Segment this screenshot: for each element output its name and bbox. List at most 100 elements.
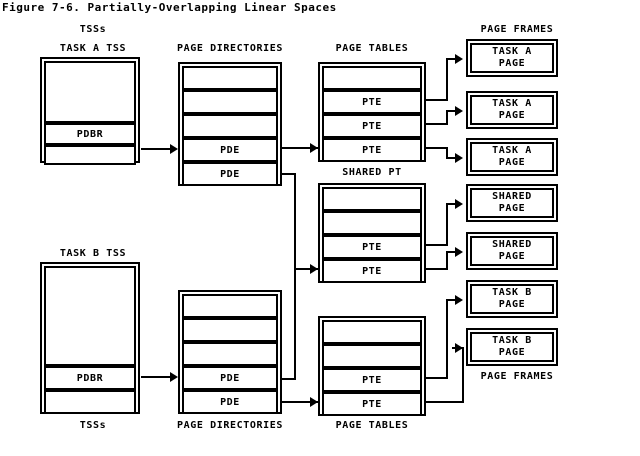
connector-pte-a0-v <box>446 58 448 101</box>
shared-page-table-box: PTE PTE <box>318 183 426 283</box>
shared-page-table-pte-1[interactable]: PTE <box>322 259 422 283</box>
connector-shared-pte1-h2 <box>446 251 460 253</box>
page-table-a-pte-1[interactable]: PTE <box>322 114 422 138</box>
arrow-pde-a0-to-pt-a <box>310 143 318 153</box>
connector-pte-a1-h1 <box>426 123 448 125</box>
page-frame-1[interactable]: TASK A PAGE <box>466 91 558 129</box>
page-directory-a-row-1[interactable] <box>182 90 278 114</box>
page-table-b-row-0[interactable] <box>322 320 422 344</box>
task-a-tss-row-2[interactable] <box>44 145 136 165</box>
task-b-tss-row-0[interactable] <box>44 266 136 366</box>
task-a-tss-row-0[interactable] <box>44 61 136 123</box>
page-table-b-box: PTE PTE <box>318 316 426 416</box>
task-a-tss-pdbr[interactable]: PDBR <box>44 123 136 145</box>
connector-shared-pte1-h1 <box>426 268 448 270</box>
page-frame-0-line2: PAGE <box>498 58 526 69</box>
page-frame-3-line1: SHARED <box>492 191 532 202</box>
arrow-pdbr-a-to-pde <box>170 144 178 154</box>
page-frame-6[interactable]: TASK B PAGE <box>466 328 558 366</box>
task-b-tss-pdbr[interactable]: PDBR <box>44 366 136 390</box>
shared-page-table-pte-0[interactable]: PTE <box>322 235 422 259</box>
connector-pde-a1-out <box>282 173 296 175</box>
arrow-pde-b1-to-pt-b <box>310 397 318 407</box>
page-directory-b-row-0[interactable] <box>182 294 278 318</box>
page-frame-1-line1: TASK A <box>492 98 532 109</box>
page-frame-4-line2: PAGE <box>498 251 526 262</box>
page-table-b-pte-1[interactable]: PTE <box>322 392 422 416</box>
connector-pde-b0-to-trunk <box>282 378 296 380</box>
label-tss-top: TSSs <box>79 24 107 35</box>
task-b-tss-row-2[interactable] <box>44 390 136 414</box>
page-directory-a-pde-0[interactable]: PDE <box>182 138 278 162</box>
task-a-tss-box: PDBR <box>40 57 140 165</box>
label-page-frames-top: PAGE FRAMES <box>480 24 554 35</box>
shared-pt-trunk <box>294 173 296 380</box>
page-frame-5[interactable]: TASK B PAGE <box>466 280 558 318</box>
label-page-frames-bottom: PAGE FRAMES <box>480 371 554 382</box>
label-page-tables-bottom: PAGE TABLES <box>335 420 409 431</box>
connector-pte-b0-h1 <box>426 377 448 379</box>
shared-page-table-row-0[interactable] <box>322 187 422 211</box>
shared-page-table-row-1[interactable] <box>322 211 422 235</box>
connector-pte-b1-v <box>462 347 464 403</box>
page-frame-6-line2: PAGE <box>498 347 526 358</box>
arrow-pte-a2-to-frame-2 <box>455 153 463 163</box>
page-directory-a-row-0[interactable] <box>182 66 278 90</box>
page-table-b-pte-0[interactable]: PTE <box>322 368 422 392</box>
page-directory-b-box: PDE PDE <box>178 290 282 414</box>
page-frame-1-inner: TASK A PAGE <box>470 95 554 125</box>
label-task-b-tss: TASK B TSS <box>59 248 127 259</box>
page-frame-2-line2: PAGE <box>498 157 526 168</box>
page-directory-b-pde-1[interactable]: PDE <box>182 390 278 414</box>
connector-pte-a2-h2 <box>446 157 460 159</box>
connector-pte-a0-h2 <box>446 58 460 60</box>
arrow-pte-a1-to-frame-1 <box>455 106 463 116</box>
page-frame-0[interactable]: TASK A PAGE <box>466 39 558 77</box>
connector-pte-a1-v <box>446 110 448 125</box>
page-frame-2-line1: TASK A <box>492 145 532 156</box>
page-frame-5-line2: PAGE <box>498 299 526 310</box>
arrow-shared-pte0-to-frame-3 <box>455 199 463 209</box>
page-directory-a-pde-1[interactable]: PDE <box>182 162 278 186</box>
connector-shared-pte1-v <box>446 251 448 270</box>
page-frame-1-line2: PAGE <box>498 110 526 121</box>
page-frame-4-line1: SHARED <box>492 239 532 250</box>
connector-pte-b0-h2 <box>446 299 460 301</box>
page-table-a-row-0[interactable] <box>322 66 422 90</box>
label-shared-pt: SHARED PT <box>342 167 402 178</box>
figure-title: Figure 7-6. Partially-Overlapping Linear… <box>2 1 337 14</box>
page-directory-b-pde-0[interactable]: PDE <box>182 366 278 390</box>
arrow-shared-pte1-to-frame-4 <box>455 247 463 257</box>
page-frame-0-inner: TASK A PAGE <box>470 43 554 73</box>
label-task-a-tss: TASK A TSS <box>59 43 127 54</box>
page-table-a-pte-2[interactable]: PTE <box>322 138 422 162</box>
page-frame-3[interactable]: SHARED PAGE <box>466 184 558 222</box>
page-frame-3-inner: SHARED PAGE <box>470 188 554 218</box>
connector-pte-b0-v <box>446 299 448 379</box>
page-directory-a-box: PDE PDE <box>178 62 282 186</box>
arrow-trunk-to-shared-pt <box>310 264 318 274</box>
page-table-a-pte-0[interactable]: PTE <box>322 90 422 114</box>
page-frame-2-inner: TASK A PAGE <box>470 142 554 172</box>
page-frame-3-line2: PAGE <box>498 203 526 214</box>
page-frame-0-line1: TASK A <box>492 46 532 57</box>
page-frame-6-inner: TASK B PAGE <box>470 332 554 362</box>
page-frame-2[interactable]: TASK A PAGE <box>466 138 558 176</box>
label-page-directories-bottom: PAGE DIRECTORIES <box>177 420 283 431</box>
page-directory-b-row-2[interactable] <box>182 342 278 366</box>
connector-pte-a1-h2 <box>446 110 460 112</box>
connector-pte-a2-v <box>446 147 448 159</box>
label-page-directories-top: PAGE DIRECTORIES <box>177 43 283 54</box>
label-tss-bottom: TSSs <box>79 420 107 431</box>
connector-pte-a2-h1 <box>426 147 448 149</box>
page-frame-6-line1: TASK B <box>492 335 532 346</box>
page-frame-5-line1: TASK B <box>492 287 532 298</box>
page-directory-b-row-1[interactable] <box>182 318 278 342</box>
page-frame-5-inner: TASK B PAGE <box>470 284 554 314</box>
page-table-b-row-1[interactable] <box>322 344 422 368</box>
page-directory-a-row-2[interactable] <box>182 114 278 138</box>
page-frame-4[interactable]: SHARED PAGE <box>466 232 558 270</box>
connector-trunk-to-shared-pt <box>294 268 318 270</box>
page-frame-4-inner: SHARED PAGE <box>470 236 554 266</box>
